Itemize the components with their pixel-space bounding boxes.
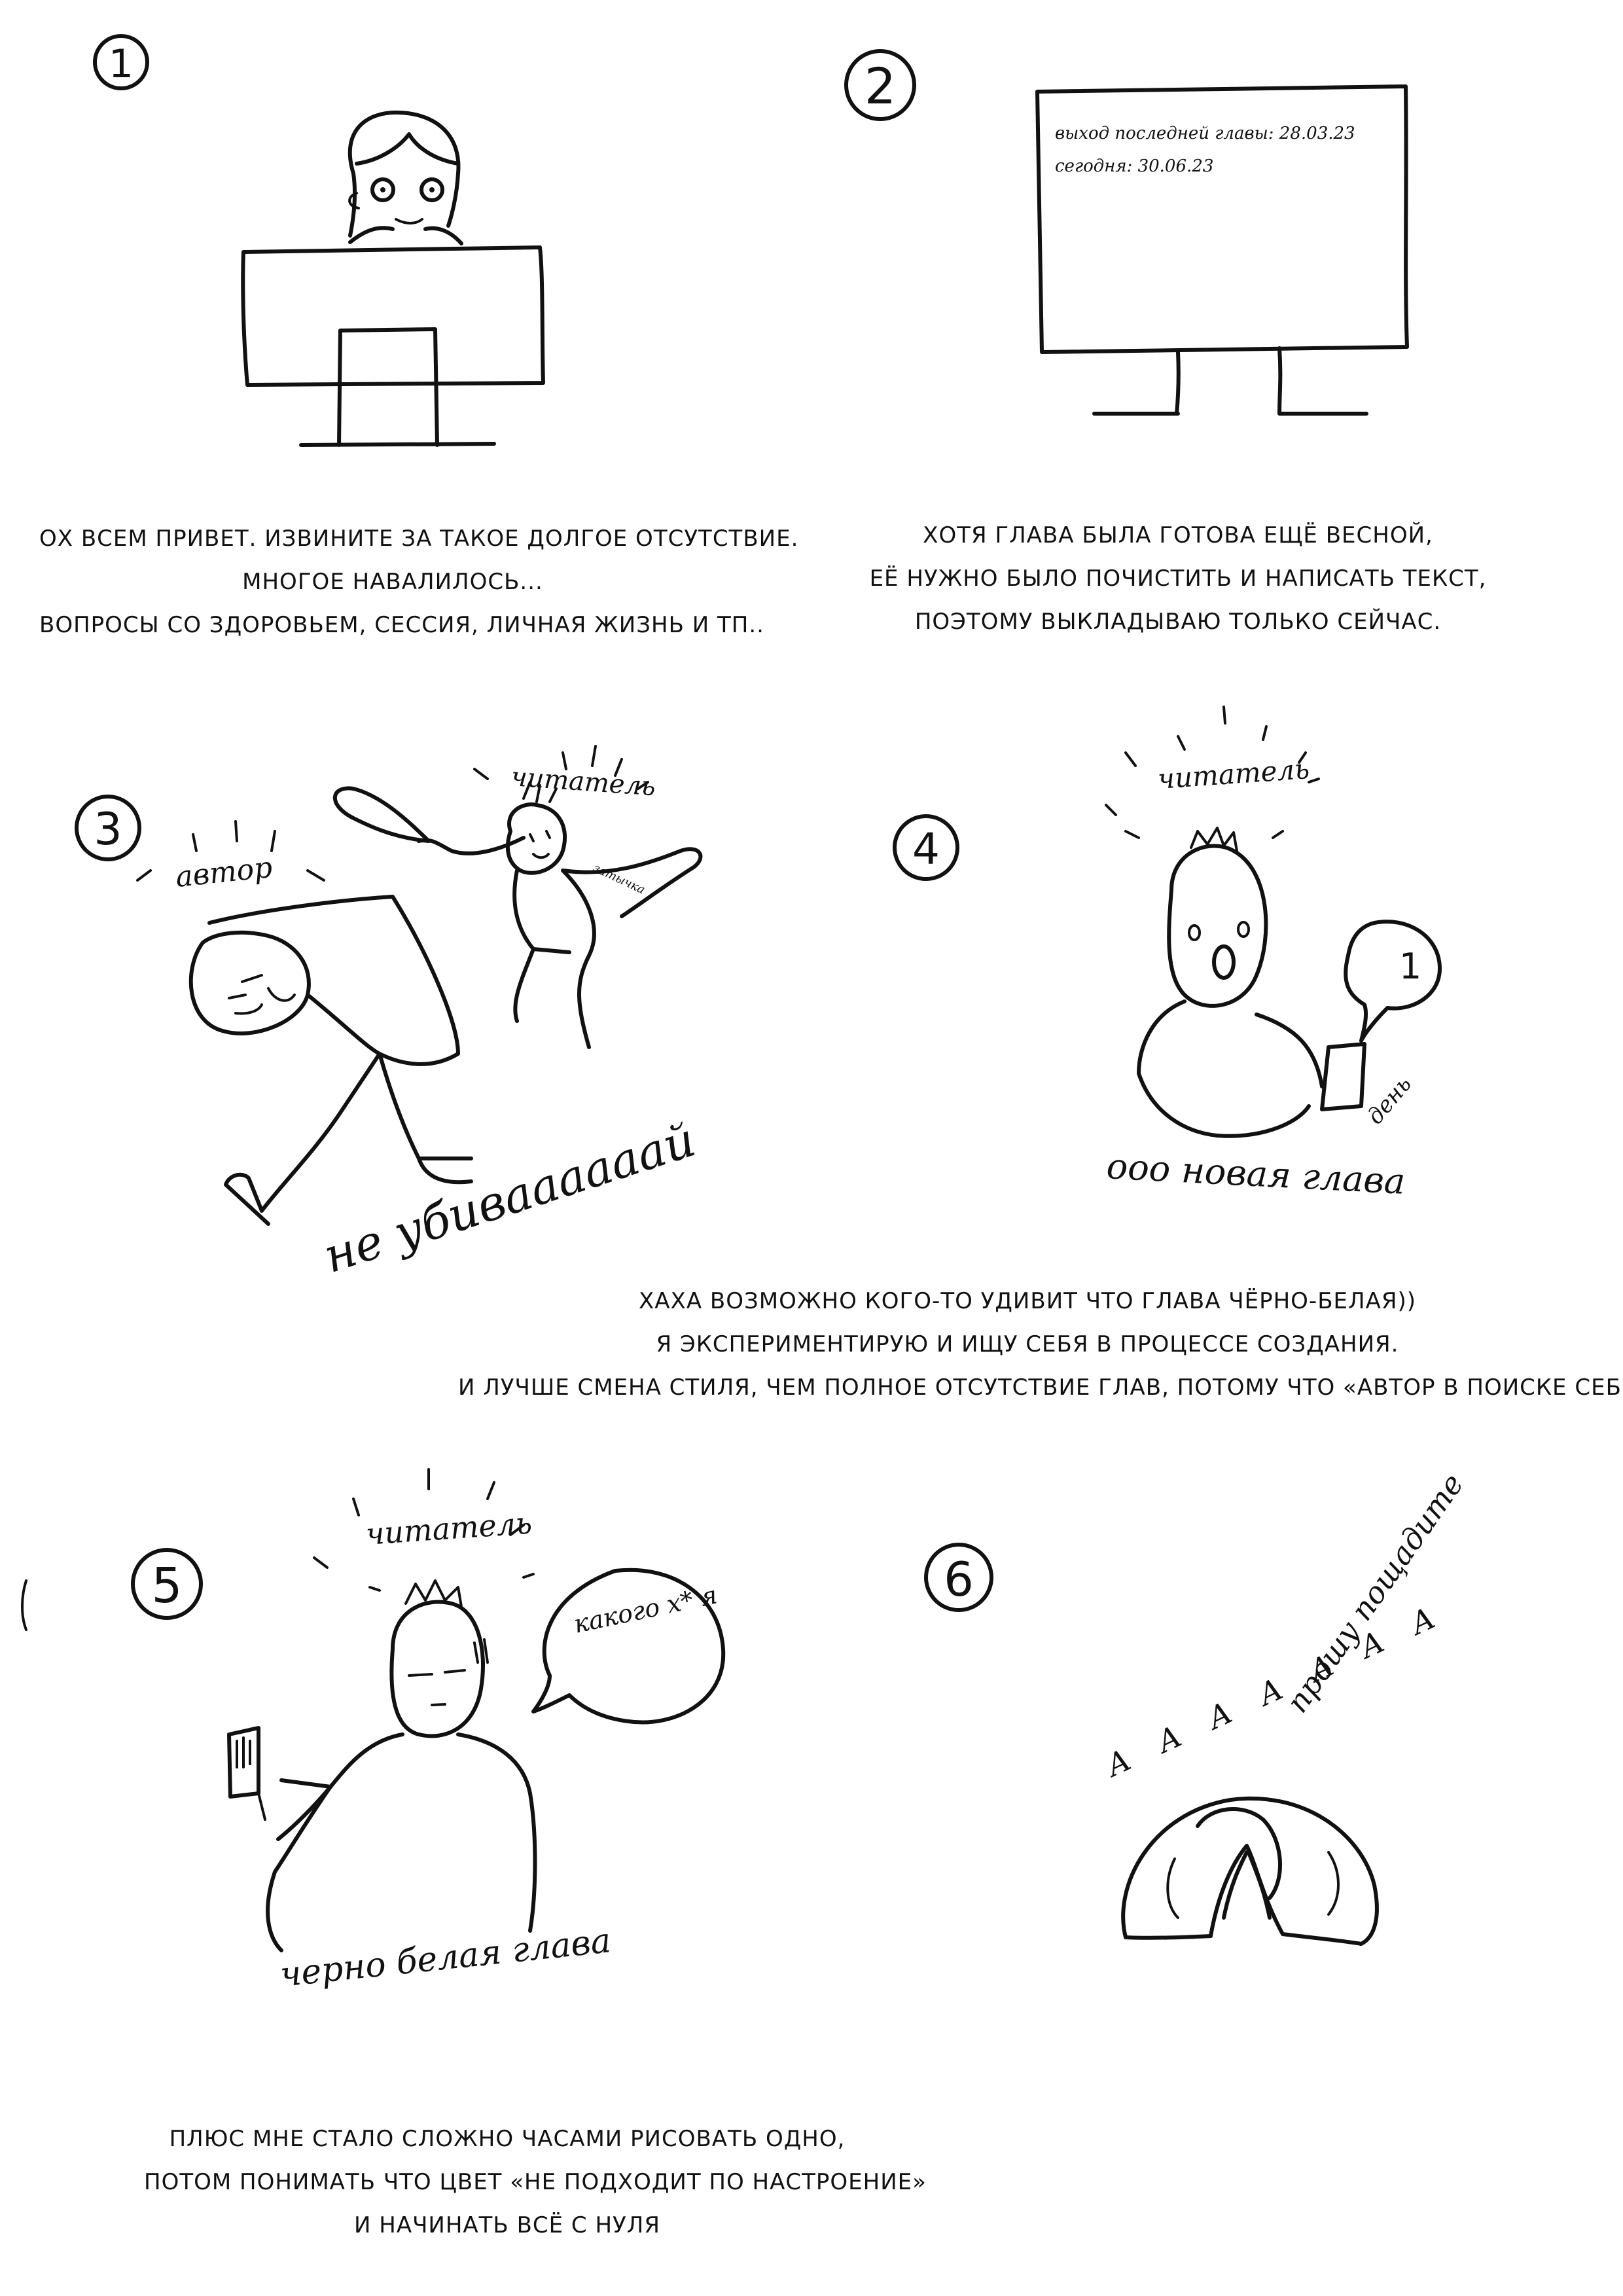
panel-number: 3 [94, 804, 122, 855]
panel-number-circle [75, 795, 141, 861]
panel-number: 5 [151, 1558, 182, 1614]
caption-3: ХАХА ВОЗМОЖНО КОГО-ТО УДИВИТ ЧТО ГЛАВА Ч… [458, 1280, 1623, 1409]
monitor-back [241, 245, 545, 387]
reader-figure [332, 786, 703, 1049]
scream-text: не убиваааааай [317, 1112, 702, 1283]
girl-head [348, 110, 461, 238]
caption-2-line: ПОЭТОМУ ВЫКЛАДЫВАЮ ТОЛЬКО СЕЙЧАС. [914, 609, 1442, 635]
panel-2: 2 выход последней главы: 28.03.23 сегодн… [844, 49, 1409, 416]
panel-number-circle [924, 1543, 993, 1612]
bubble-text: какого х* я [571, 1580, 720, 1638]
panel-number-circle [131, 1548, 203, 1620]
panel-number-circle [93, 34, 149, 90]
author-figure [188, 895, 473, 1226]
panel-5: 5 читатель какого х* я черно белая глава [21, 1468, 726, 1995]
bubble-text: 1 [1399, 946, 1421, 987]
scream-text: А А А А А А А [1099, 1595, 1451, 1784]
reader-head [1167, 844, 1268, 1008]
screen-line-today: сегодня: 30.06.23 [1055, 156, 1213, 176]
panel-4: 4 читатель 1 день ооо новая глава [893, 706, 1442, 1202]
caption-2: ХОТЯ ГЛАВА БЫЛА ГОТОВА ЕЩЁ ВЕСНОЙ, ЕЁ НУ… [851, 514, 1505, 643]
caption-3-line: ХАХА ВОЗМОЖНО КОГО-ТО УДИВИТ ЧТО ГЛАВА Ч… [639, 1288, 1416, 1314]
caption-4-line: ПОТОМ ПОНИМАТЬ ЧТО ЦВЕТ «НЕ ПОДХОДИТ ПО … [144, 2169, 927, 2195]
caption-3-line: И ЛУЧШЕ СМЕНА СТИЛЯ, ЧЕМ ПОЛНОЕ ОТСУТСТВ… [458, 1374, 1623, 1401]
caption-1-line: ОХ ВСЕМ ПРИВЕТ. ИЗВИНИТЕ ЗА ТАКОЕ ДОЛГОЕ… [39, 526, 799, 552]
panel-1: 1 [93, 34, 545, 447]
mercy-label: прошу пощадите [1279, 1467, 1471, 1719]
panel-number: 4 [912, 824, 940, 874]
monitor-front [1035, 84, 1409, 354]
caption-2-line: ЕЁ НУЖНО БЫЛО ПОЧИСТИТЬ И НАПИСАТЬ ТЕКСТ… [869, 565, 1487, 592]
panel-number: 6 [944, 1552, 974, 1607]
author-label: автор [174, 851, 274, 894]
panel-6: 6 А А А А А А А прошу пощадите [924, 1467, 1471, 1946]
screen-line-release: выход последней главы: 28.03.23 [1055, 124, 1355, 143]
reader-label: читатель [1156, 753, 1310, 795]
caption-1: ОХ ВСЕМ ПРИВЕТ. ИЗВИНИТЕ ЗА ТАКОЕ ДОЛГОЕ… [39, 517, 799, 647]
panel-number-circle [893, 814, 959, 881]
caption-1-line: МНОГОЕ НАВАЛИЛОСЬ... [242, 569, 543, 595]
panel-number: 2 [865, 57, 896, 115]
reader-head [389, 1600, 485, 1738]
caption-2-line: ХОТЯ ГЛАВА БЫЛА ГОТОВА ЕЩЁ ВЕСНОЙ, [923, 522, 1433, 548]
panel-3: 3 автор читатель затычка не убиваааааай [75, 745, 703, 1283]
reader-label: читатель [510, 762, 656, 802]
day-label: день [1362, 1071, 1417, 1130]
bowing-figure [1121, 1796, 1379, 1946]
reader-label: читатель [365, 1505, 533, 1552]
caption-4-line: ПЛЮС МНЕ СТАЛО СЛОЖНО ЧАСАМИ РИСОВАТЬ ОД… [169, 2126, 846, 2152]
panel-number: 1 [109, 41, 134, 87]
panel-number-circle [844, 49, 916, 121]
new-chapter-label: ооо новая глава [1105, 1145, 1406, 1202]
caption-3-line: Я ЭКСПЕРИМЕНТИРУЮ И ИЩУ СЕБЯ В ПРОЦЕССЕ … [656, 1331, 1399, 1357]
speech-bubble [531, 1568, 726, 1725]
caption-4: ПЛЮС МНЕ СТАЛО СЛОЖНО ЧАСАМИ РИСОВАТЬ ОД… [144, 2117, 927, 2247]
caption-1-line: ВОПРОСЫ СО ЗДОРОВЬЕМ, СЕССИЯ, ЛИЧНАЯ ЖИЗ… [39, 612, 764, 638]
speech-bubble [1344, 920, 1442, 1043]
bw-chapter-label: черно белая глава [278, 1921, 613, 1995]
caption-4-line: И НАЧИНАТЬ ВСЁ С НУЛЯ [354, 2212, 660, 2238]
